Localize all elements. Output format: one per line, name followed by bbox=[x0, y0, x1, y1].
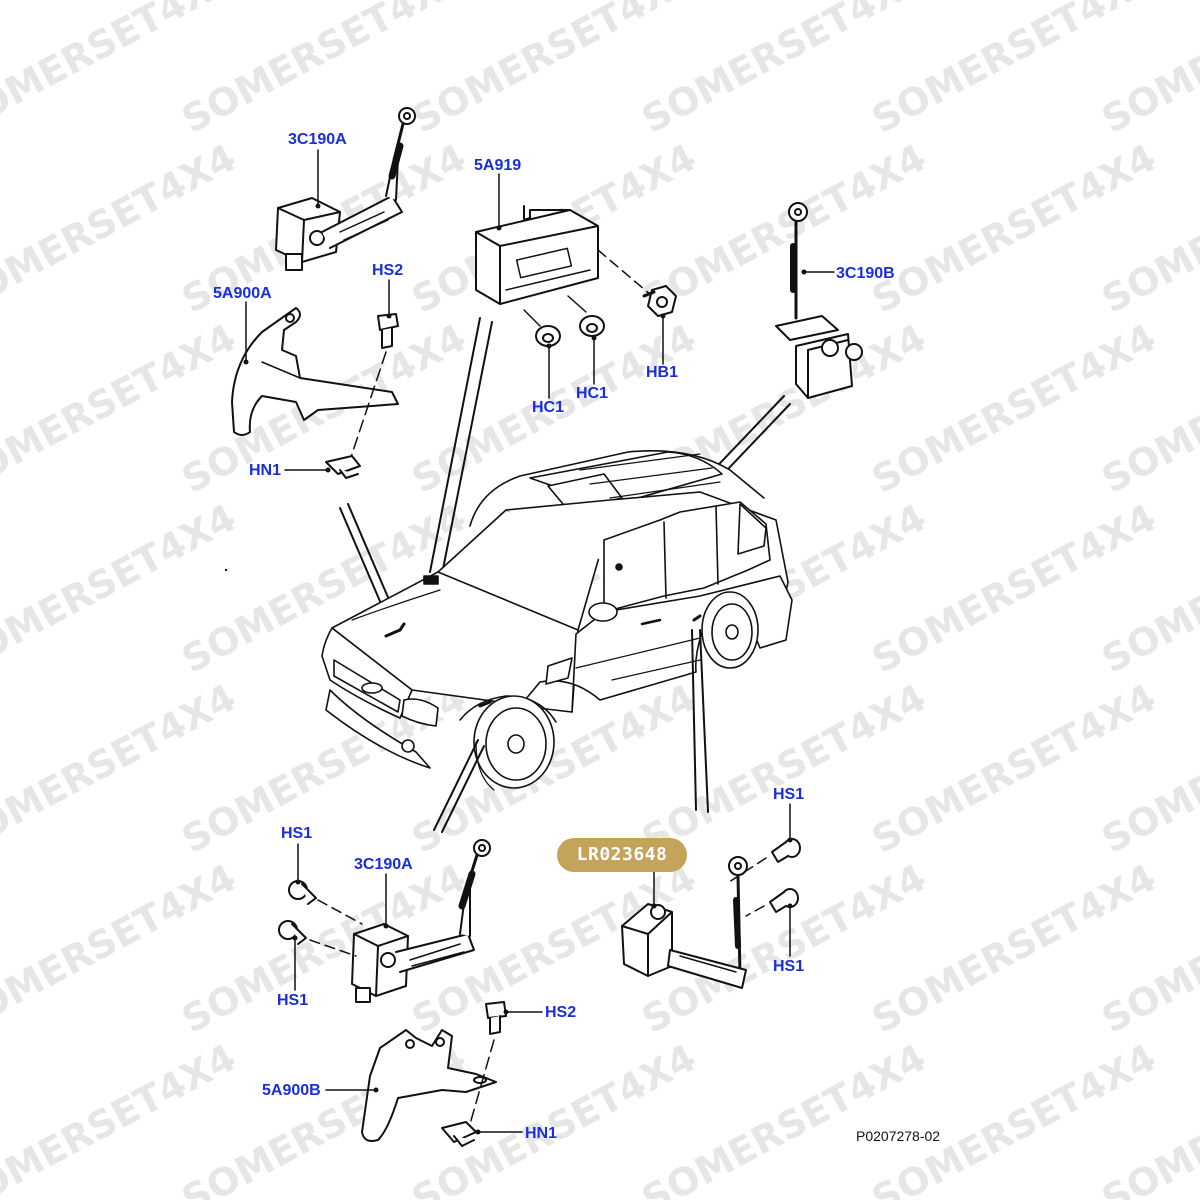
bolt-hb1-icon bbox=[642, 285, 677, 317]
guide-line-5 bbox=[691, 629, 709, 813]
nut-hn1-bottom-icon bbox=[441, 1121, 477, 1147]
bracket-front-top-icon bbox=[231, 307, 399, 436]
bracket-front-bottom-icon bbox=[361, 1029, 497, 1142]
leader-dots bbox=[224, 203, 807, 1135]
callout-hs2-bottom: HS2 bbox=[545, 1004, 577, 1021]
leader-lines bbox=[245, 149, 835, 1133]
ecu-to-bolt-line bbox=[597, 249, 653, 297]
hs1-dash-4 bbox=[745, 905, 765, 917]
callout-3c190b: 3C190B bbox=[836, 265, 895, 282]
nut-hn1-top-icon bbox=[325, 455, 361, 479]
callout-hb1: HB1 bbox=[646, 364, 679, 381]
height-sensor-front-top-icon bbox=[275, 107, 416, 271]
callout-hs1-bl-bottom: HS1 bbox=[277, 992, 309, 1009]
callout-5a900a: 5A900A bbox=[213, 285, 272, 302]
height-sensor-front-bottom-icon bbox=[351, 839, 491, 1003]
callout-hs2-top: HS2 bbox=[372, 262, 404, 279]
callout-hs1-bl-top: HS1 bbox=[281, 825, 313, 842]
hs2-to-hn1-bottom-line bbox=[469, 1039, 495, 1125]
callout-hs1-br-bottom: HS1 bbox=[773, 958, 805, 975]
guide-line-1 bbox=[339, 503, 397, 621]
callout-hn1-top: HN1 bbox=[249, 462, 282, 479]
ecu-to-grommet-line-1 bbox=[523, 309, 541, 327]
figure-reference: P0207278-02 bbox=[856, 1128, 941, 1144]
part-number-badge[interactable]: LR023648 bbox=[557, 838, 687, 872]
callout-hc1-left: HC1 bbox=[532, 399, 565, 416]
hs1-dash-3 bbox=[725, 857, 767, 885]
vehicle-icon bbox=[321, 450, 793, 791]
hs1-dash-1 bbox=[317, 899, 363, 925]
callout-3c190a-bottom: 3C190A bbox=[354, 856, 413, 873]
callout-hc1-right: HC1 bbox=[576, 385, 609, 402]
ecu-to-grommet-line-2 bbox=[567, 295, 587, 313]
guide-line-2 bbox=[429, 317, 493, 575]
callout-5a900b: 5A900B bbox=[262, 1082, 321, 1099]
ecu-module-icon bbox=[475, 205, 599, 305]
bolt-hs2-bottom-icon bbox=[485, 1001, 507, 1035]
hs2-to-hn1-line bbox=[349, 351, 387, 461]
guide-line-4 bbox=[433, 739, 485, 833]
callout-3c190a-top: 3C190A bbox=[288, 131, 347, 148]
callout-5a919: 5A919 bbox=[474, 157, 522, 174]
hs1-dash-2 bbox=[309, 939, 357, 957]
bolt-hs1-bottom-left-icon bbox=[278, 880, 317, 945]
bolt-hs2-top-icon bbox=[377, 313, 399, 349]
height-sensor-rear-top-icon bbox=[775, 202, 863, 399]
bolt-hs1-bottom-right-icon bbox=[769, 838, 801, 913]
height-sensor-rear-bottom-icon bbox=[621, 856, 748, 989]
callout-hn1-bottom: HN1 bbox=[525, 1125, 558, 1142]
callout-hs1-br-top: HS1 bbox=[773, 786, 805, 803]
